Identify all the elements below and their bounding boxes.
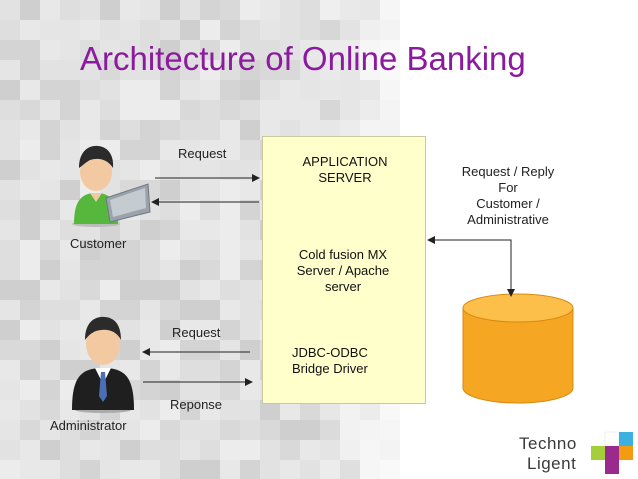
database-note-line3: Customer / bbox=[476, 196, 540, 211]
database-note-line4: Administrative bbox=[467, 212, 549, 227]
database-icon bbox=[462, 293, 574, 404]
coldfusion-line2: Server / Apache bbox=[296, 263, 390, 278]
jdbc-line2: Bridge Driver bbox=[292, 361, 368, 376]
logo-squares-icon bbox=[591, 431, 633, 474]
server-title: APPLICATION SERVER bbox=[285, 154, 405, 186]
jdbc-text: JDBC-ODBC Bridge Driver bbox=[292, 345, 412, 377]
database-note-line2: For bbox=[498, 180, 518, 195]
administrator-label: Administrator bbox=[50, 418, 127, 433]
server-title-line2: SERVER bbox=[318, 170, 372, 185]
customer-request-label: Request bbox=[178, 146, 227, 161]
technoligent-logo: Techno Ligent bbox=[515, 430, 635, 475]
customer-label: Customer bbox=[70, 236, 127, 251]
slide-title: Architecture of Online Banking bbox=[80, 40, 526, 77]
customer-icon bbox=[72, 145, 151, 227]
database-note: Request / Reply For Customer / Administr… bbox=[448, 164, 568, 228]
admin-response-label: Reponse bbox=[170, 397, 223, 412]
coldfusion-line1: Cold fusion MX bbox=[298, 247, 388, 262]
database-note-line1: Request / Reply bbox=[461, 164, 555, 179]
administrator-icon bbox=[72, 316, 134, 413]
coldfusion-text: Cold fusion MX Server / Apache server bbox=[287, 247, 399, 295]
admin-request-label: Request bbox=[172, 325, 221, 340]
logo-line2: Ligent bbox=[527, 454, 577, 473]
coldfusion-line3: server bbox=[324, 279, 362, 294]
jdbc-line1: JDBC-ODBC bbox=[292, 345, 368, 360]
mosaic-background bbox=[0, 0, 400, 479]
application-server-box: APPLICATION SERVER Cold fusion MX Server… bbox=[262, 136, 426, 404]
logo-line1: Techno bbox=[519, 434, 577, 453]
server-title-line1: APPLICATION bbox=[302, 154, 388, 169]
server-database-connector bbox=[428, 239, 515, 297]
